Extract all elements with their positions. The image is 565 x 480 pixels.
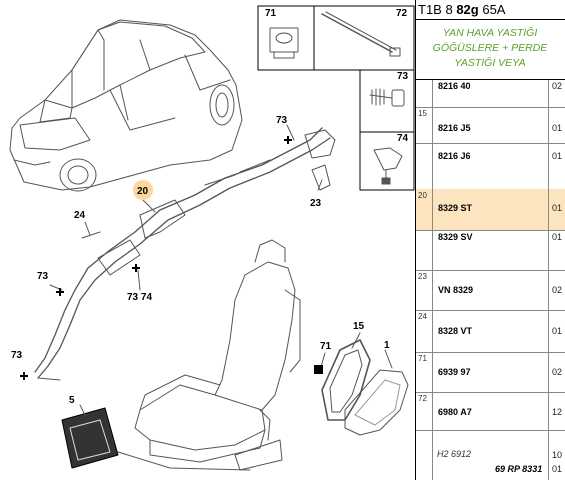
row-index: 23 bbox=[418, 272, 427, 281]
diagram-code-header: T1B 8 82g 65A bbox=[415, 0, 565, 20]
parts-row[interactable]: 15 8216 J5 01 bbox=[416, 107, 565, 143]
row-separator bbox=[416, 270, 565, 271]
description-line-1: YAN HAVA YASTIĞI bbox=[442, 27, 538, 39]
part-quantity: 01 bbox=[552, 326, 563, 336]
footer-code: 69 RP 8331 bbox=[495, 464, 543, 474]
part-reference: 8216 J6 bbox=[438, 151, 471, 161]
footer-quantity: 01 bbox=[552, 464, 563, 474]
airbag-label-plate-icon bbox=[61, 407, 119, 469]
inset-part-74-box bbox=[359, 131, 415, 191]
parts-row[interactable]: 24 8328 VT 01 bbox=[416, 310, 565, 352]
seat-illustration bbox=[117, 239, 301, 471]
callout-71: 71 bbox=[320, 341, 332, 352]
callout-73-74: 73 74 bbox=[127, 292, 152, 303]
row-separator bbox=[416, 107, 565, 108]
part-reference: VN 8329 bbox=[438, 285, 474, 295]
part-quantity: 01 bbox=[552, 203, 563, 213]
panel-divider bbox=[415, 0, 416, 480]
cable-tie-icon bbox=[321, 11, 401, 57]
part-reference: 8329 SV bbox=[438, 232, 473, 242]
callout-20-highlight bbox=[133, 180, 153, 200]
row-separator bbox=[416, 352, 565, 353]
part-quantity: 10 bbox=[552, 450, 563, 460]
parts-diagram: 71 72 73 74 73 20 23 24 73 73 73 74 5 15… bbox=[9, 5, 415, 471]
parts-row[interactable]: 71 6939 97 02 bbox=[416, 352, 565, 392]
callout-20: 20 bbox=[137, 186, 149, 197]
row-index: 71 bbox=[418, 354, 427, 363]
part-71-marker bbox=[314, 365, 323, 374]
callout-73-lower: 73 bbox=[11, 350, 23, 361]
row-index: 20 bbox=[418, 191, 427, 200]
clip-nut-icon bbox=[269, 27, 299, 59]
row-index: 24 bbox=[418, 312, 427, 321]
parts-row[interactable]: 10 bbox=[416, 430, 565, 480]
header-suffix: 65A bbox=[482, 2, 506, 17]
row-index: 72 bbox=[418, 394, 427, 403]
part-reference: 8216 40 bbox=[438, 81, 471, 91]
parts-row[interactable]: 20 8329 ST 01 bbox=[416, 189, 565, 230]
callout-73-inset: 73 bbox=[397, 71, 409, 82]
row-separator bbox=[416, 143, 565, 144]
header-bold: 82g bbox=[456, 2, 479, 17]
parts-row[interactable]: 8216 J6 01 bbox=[416, 143, 565, 189]
row-index: 15 bbox=[418, 109, 427, 118]
section-description: YAN HAVA YASTIĞI GÖĞÜSLERE + PERDE YASTI… bbox=[415, 20, 565, 80]
part-reference: 6939 97 bbox=[438, 367, 471, 377]
part-quantity: 02 bbox=[552, 81, 563, 91]
quantity-column-rule bbox=[548, 80, 565, 480]
screw-icon bbox=[369, 88, 405, 107]
index-column-rule bbox=[416, 80, 433, 480]
part-quantity: 02 bbox=[552, 367, 563, 377]
row-separator bbox=[416, 230, 565, 231]
row-separator bbox=[416, 310, 565, 311]
callout-23: 23 bbox=[310, 198, 322, 209]
parts-row[interactable]: 72 6980 A7 12 bbox=[416, 392, 565, 430]
callout-24: 24 bbox=[74, 210, 86, 221]
part-quantity: 01 bbox=[552, 151, 563, 161]
callout-1: 1 bbox=[384, 340, 390, 351]
curtain-airbag-illustration bbox=[34, 127, 336, 379]
side-airbag-illustration bbox=[321, 339, 409, 436]
callout-73-upper: 73 bbox=[276, 115, 288, 126]
row-separator bbox=[416, 392, 565, 393]
part-quantity: 01 bbox=[552, 123, 563, 133]
callout-15: 15 bbox=[353, 321, 365, 332]
callout-71-inset: 71 bbox=[265, 8, 277, 19]
parts-row[interactable]: 23 VN 8329 02 bbox=[416, 270, 565, 310]
part-reference: 8328 VT bbox=[438, 326, 473, 336]
callout-73-left: 73 bbox=[37, 271, 49, 282]
part-quantity: 01 bbox=[552, 232, 563, 242]
part-quantity: 02 bbox=[552, 285, 563, 295]
description-line-2: GÖĞÜSLERE + PERDE bbox=[432, 42, 548, 54]
part-reference: 8216 J5 bbox=[438, 123, 471, 133]
parts-row[interactable]: 8329 SV 01 bbox=[416, 230, 565, 270]
callout-74-inset: 74 bbox=[397, 133, 409, 144]
car-illustration bbox=[9, 19, 243, 192]
callout-72-inset: 72 bbox=[396, 8, 408, 19]
callout-5: 5 bbox=[69, 395, 75, 406]
clip-icon bbox=[373, 147, 403, 185]
header-prefix: T1B 8 bbox=[418, 2, 453, 17]
part-reference: 8329 ST bbox=[438, 203, 473, 213]
row-separator bbox=[416, 430, 565, 431]
parts-row[interactable]: 8216 40 02 bbox=[416, 80, 565, 107]
part-quantity: 12 bbox=[552, 407, 563, 417]
footer-reference: H2 6912 bbox=[437, 449, 472, 459]
description-line-3: YASTIĞI VEYA bbox=[454, 57, 526, 69]
part-reference: 6980 A7 bbox=[438, 407, 472, 417]
